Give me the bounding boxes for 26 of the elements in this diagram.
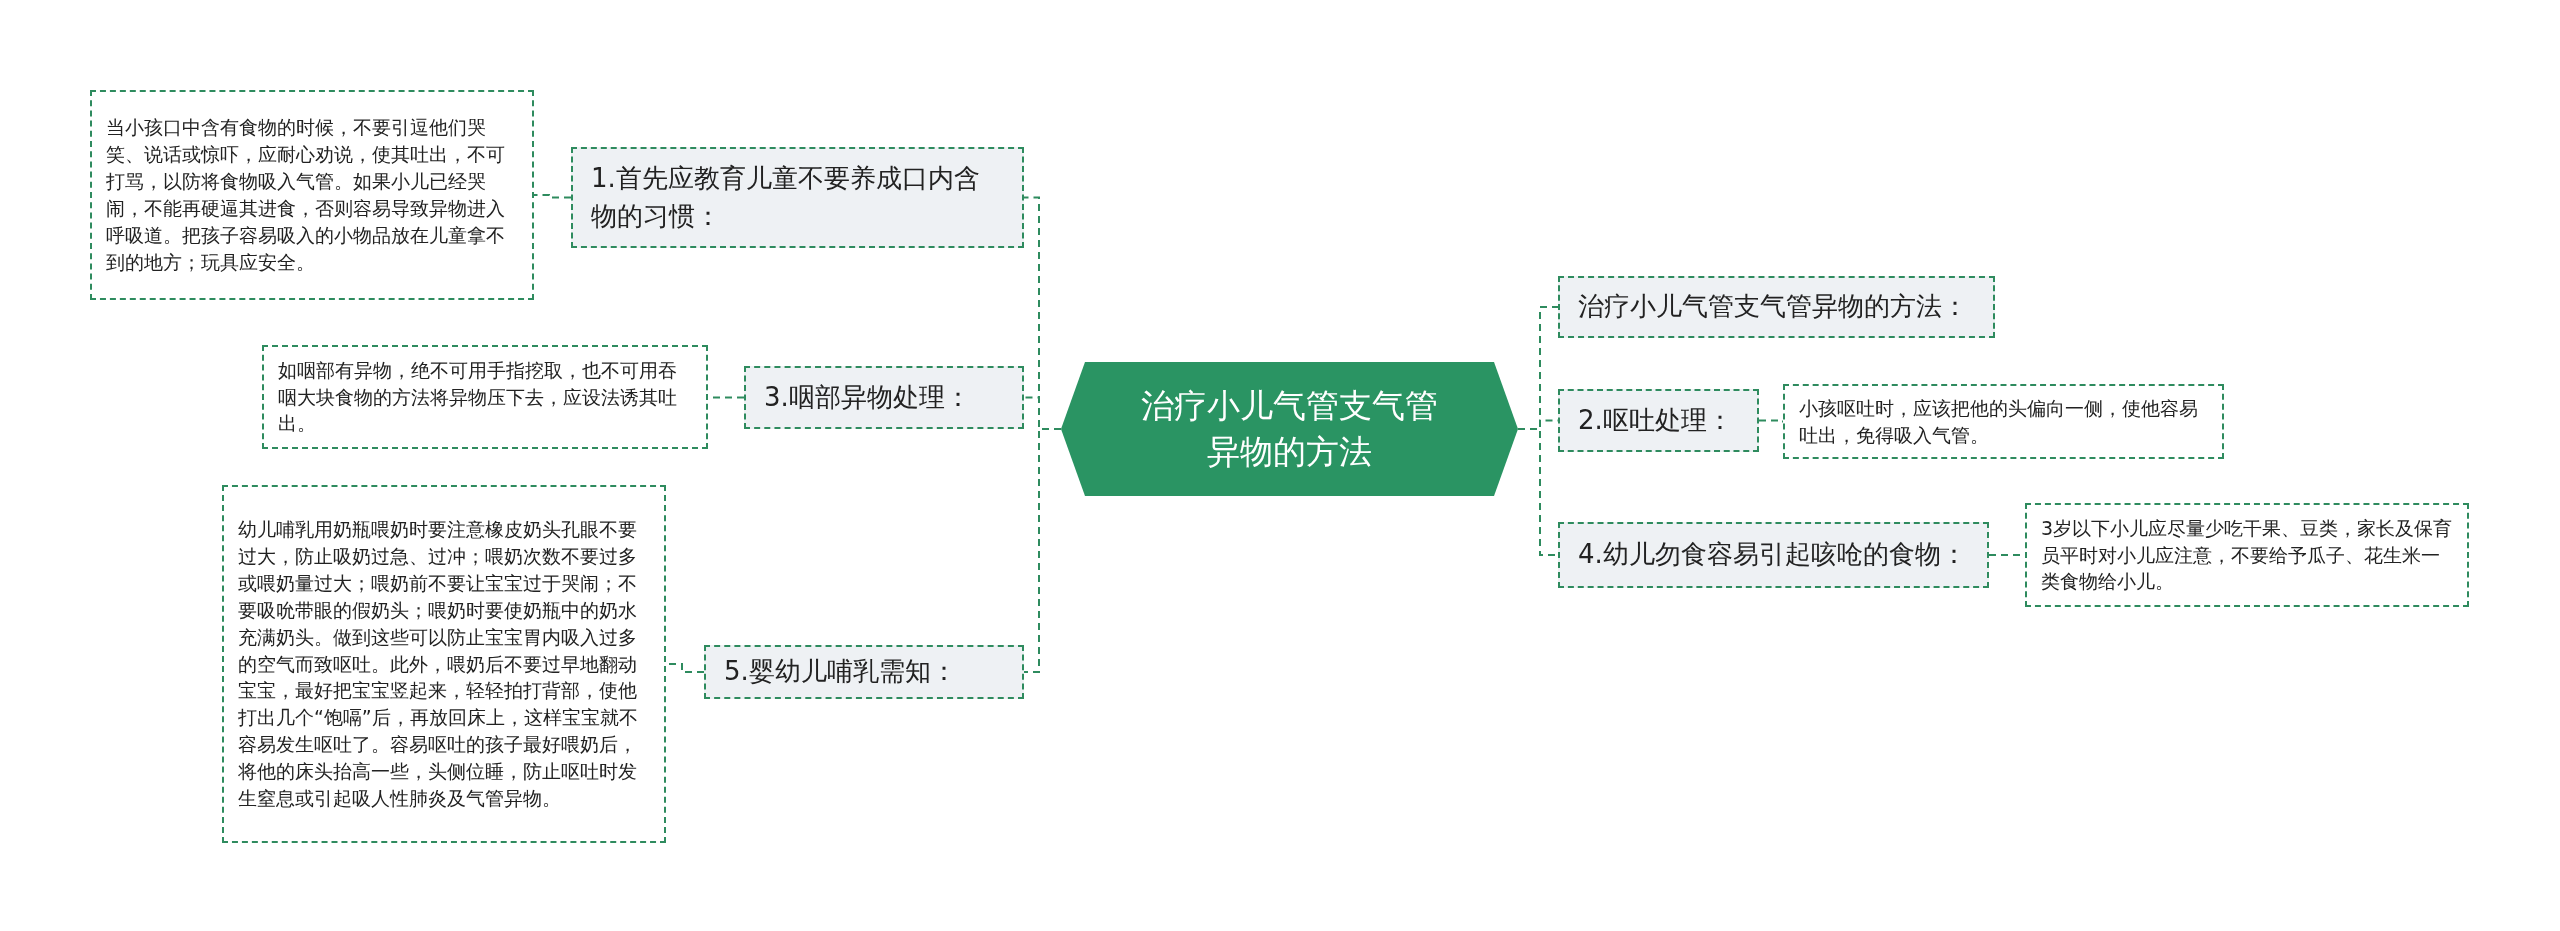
topic-text: 治疗小儿气管支气管异物的方法： bbox=[1578, 290, 1968, 324]
note-box bbox=[1783, 384, 2224, 459]
topic-text: 1.首先应教育儿童不要养成口内含物的习惯： bbox=[591, 161, 981, 233]
central-topic-hexagon bbox=[1061, 362, 1518, 496]
topic-box bbox=[1558, 522, 1989, 588]
topic-box bbox=[704, 645, 1024, 699]
topic-box bbox=[571, 147, 1024, 248]
topic-text: 2.呕吐处理： bbox=[1578, 403, 1733, 437]
topic-box bbox=[744, 366, 1024, 429]
topic-text: 4.幼儿勿食容易引起咳呛的食物： bbox=[1578, 538, 1967, 572]
topic-box bbox=[1558, 389, 1759, 452]
topic-text: 5.婴幼儿哺乳需知： bbox=[724, 655, 957, 689]
note-text: 如咽部有异物，绝不可用手指挖取，也不可用吞咽大块食物的方法将异物压下去，应设法诱其吐出。 bbox=[278, 357, 678, 437]
note-box bbox=[262, 345, 708, 449]
topic-box bbox=[1558, 276, 1995, 338]
note-text: 当小孩口中含有食物的时候，不要引逗他们哭笑、说话或惊吓，应耐心劝说，使其吐出，不可打骂，以防将食物吸入气管。如果小儿已经哭闹，不能再硬逼其进食，否则容易导致异物进入呼吸道。把孩子容易吸入的小物品放在儿童拿不到的地方；玩具应安全。 bbox=[106, 115, 506, 275]
note-box bbox=[2025, 503, 2469, 607]
topic-text: 治疗小儿气管支气管异物的方法 bbox=[1140, 384, 1439, 473]
note-text: 小孩呕吐时，应该把他的头偏向一侧，使他容易吐出，免得吸入气管。 bbox=[1799, 395, 2199, 448]
note-box bbox=[222, 485, 666, 843]
note-text: 幼儿哺乳用奶瓶喂奶时要注意橡皮奶头孔眼不要过大，防止吸奶过急、过冲；喂奶次数不要过多或喂奶量过大；喂奶前不要让宝宝过于哭闹；不要吸吮带眼的假奶头；喂奶时要使奶瓶中的奶水充满奶头。做到这些可以防止宝宝胃内吸入过多的空气而致呕吐。此外，喂奶后不要过早地翻动宝宝，最好把宝宝竖起来，轻轻拍打背部，使他打出几个“饱嗝”后，再放回床上，这样宝宝就不容易发生呕吐了。容易呕吐的孩子最好喂奶后，将他的床头抬高一些，头侧位睡，防止呕吐时发生窒息或引起吸人性肺炎及气管异物。 bbox=[238, 516, 639, 812]
connector-line bbox=[533, 194, 572, 199]
connector-line bbox=[1023, 428, 1062, 673]
topic-text: 3.咽部异物处理： bbox=[764, 380, 971, 414]
note-box bbox=[90, 90, 534, 300]
note-text: 3岁以下小儿应尽量少吃干果、豆类，家长及保育员平时对小儿应注意，不要给予瓜子、花生米一类食物给小儿。 bbox=[2041, 515, 2453, 595]
